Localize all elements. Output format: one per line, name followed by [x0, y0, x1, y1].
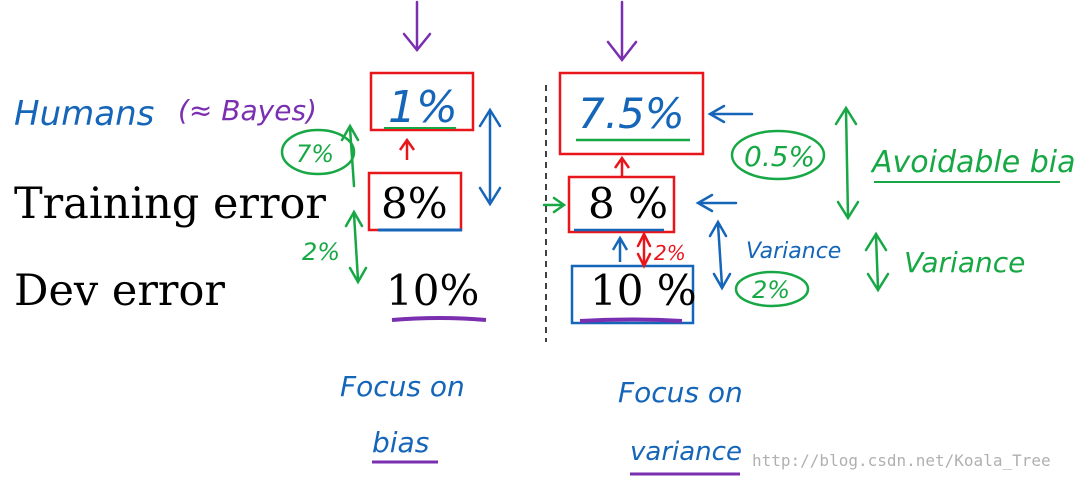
left-gap-top-circle: [280, 128, 356, 176]
right-dev-box: [570, 264, 695, 325]
left-green-arrow-bottom: [344, 209, 368, 285]
right-train-box: [567, 175, 676, 234]
right-focus-line2: variance: [630, 437, 742, 467]
humans-label: Humans: [14, 94, 154, 134]
top-arrow-right: [606, 0, 638, 63]
left-focus-line2: bias: [372, 426, 429, 459]
right-gap-bottom-circle: [734, 270, 810, 308]
bayes-label: (≈ Bayes): [178, 94, 317, 127]
right-gap-small-value: 2%: [654, 241, 686, 265]
watermark: http://blog.csdn.net/Koala_Tree: [752, 451, 1051, 470]
right-focus-line1: Focus on: [618, 376, 743, 409]
right-gap-top-value: 0.5%: [744, 140, 815, 173]
right-blue-variance-arrow: [708, 219, 732, 291]
left-gap-top-value: 7%: [296, 140, 334, 168]
dev-error-label: Dev error: [14, 266, 225, 316]
right-variance-label: Variance: [746, 239, 841, 264]
left-gap-bottom-value: 2%: [302, 238, 340, 266]
left-green-arrow-top: [340, 123, 360, 188]
right-blue-up-arrow: [611, 235, 629, 262]
top-arrow-left: [402, 0, 432, 52]
right-red-double-arrow: [636, 231, 652, 269]
avoidable-bias-arrow: [834, 105, 860, 221]
training-error-label: Training error: [14, 179, 326, 229]
left-human-value: 1%: [388, 82, 458, 133]
left-dev-underline: [391, 316, 487, 322]
right-blue-arrow-to-train: [695, 193, 738, 213]
variance-label: Variance: [904, 246, 1025, 279]
right-blue-arrow-to-human: [707, 104, 754, 124]
left-dev-value: 10%: [386, 266, 479, 315]
right-human-value: 7.5%: [578, 89, 685, 138]
right-gap-bottom-value: 2%: [752, 276, 790, 304]
right-gap-top-circle: [730, 129, 826, 181]
right-human-box: [558, 71, 705, 156]
right-dev-underline: [579, 317, 683, 323]
left-human-box: [369, 71, 475, 132]
left-red-up-arrow: [398, 137, 416, 160]
left-train-value: 8%: [381, 179, 448, 228]
right-green-in-arrow: [542, 196, 567, 214]
avoidable-bias-label: Avoidable bias: [870, 145, 1074, 180]
left-blue-double-arrow: [478, 107, 502, 207]
right-red-up-arrow: [613, 155, 631, 178]
left-focus-line1: Focus on: [340, 370, 465, 403]
right-dev-value: 10 %: [590, 266, 697, 315]
variance-arrow: [864, 231, 890, 293]
right-train-value: 8 %: [588, 179, 668, 228]
